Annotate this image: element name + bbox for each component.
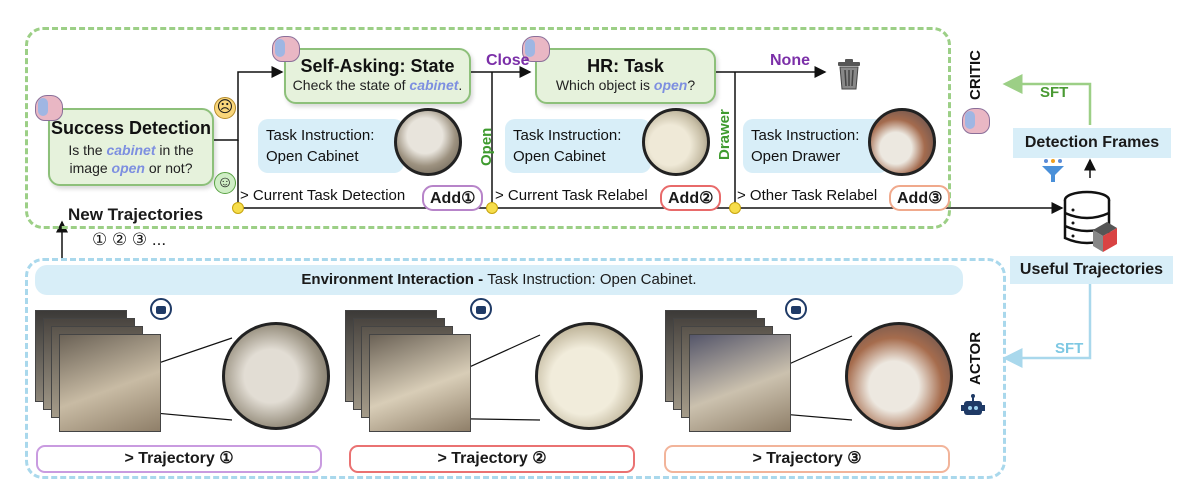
critic-label: CRITIC: [967, 50, 984, 100]
drawer-thumbnail: [868, 108, 936, 176]
environment-interaction-title: Environment Interaction -: [301, 271, 488, 288]
zoom-circle: [845, 322, 953, 430]
sft-top-label: SFT: [1040, 84, 1069, 101]
zoom-circle: [222, 322, 330, 430]
trajectory-label-2: > Trajectory ②: [349, 445, 635, 473]
open-label: Open: [478, 127, 495, 166]
close-label: Close: [486, 52, 530, 69]
success-detection-question: Is the cabinet in the image open or not?: [68, 142, 194, 176]
critic-section-border: [25, 27, 951, 229]
brain-icon: [35, 95, 63, 121]
trash-icon: [838, 59, 860, 90]
sad-face-icon: ☹: [214, 97, 236, 119]
junction-dot: [486, 202, 498, 214]
none-label: None: [770, 52, 810, 69]
add-button-2[interactable]: Add②: [660, 185, 722, 211]
zoom-circle: [535, 322, 643, 430]
success-detection-box: Success Detection Is the cabinet in the …: [48, 108, 214, 186]
hr-task-box: HR: Task Which object is open?: [535, 48, 716, 104]
add-button-3[interactable]: Add③: [889, 185, 951, 211]
junction-dot: [232, 202, 244, 214]
detection-frames-box: Detection Frames: [1013, 128, 1171, 158]
new-trajectories-markers: ① ② ③ ...: [92, 230, 167, 249]
cabinet-thumbnail: [394, 108, 462, 176]
brain-icon: [272, 36, 300, 62]
trajectory-frame: [369, 334, 471, 432]
brain-icon: [522, 36, 550, 62]
environment-interaction-bar: Environment Interaction - Task Instructi…: [35, 265, 963, 295]
actor-label: ACTOR: [967, 331, 984, 385]
task-instruction-2: Task Instruction: Open Cabinet: [505, 119, 651, 173]
cabinet-open-thumbnail: [642, 108, 710, 176]
trajectory-frame: [689, 334, 791, 432]
robot-icon: [785, 298, 807, 320]
happy-face-icon: ☺: [214, 172, 236, 194]
robot-icon: [961, 394, 985, 415]
filter-funnel-icon: [1042, 159, 1064, 182]
environment-task-instruction: Task Instruction: Open Cabinet.: [487, 271, 697, 288]
self-asking-title: Self-Asking: State: [300, 56, 455, 76]
self-asking-box: Self-Asking: State Check the state of ca…: [284, 48, 471, 104]
trajectory-frame: [59, 334, 161, 432]
drawer-label: Drawer: [716, 109, 733, 160]
junction-dot: [729, 202, 741, 214]
robot-icon: [470, 298, 492, 320]
add-button-1[interactable]: Add①: [422, 185, 484, 211]
task-instruction-3: Task Instruction: Open Drawer: [743, 119, 889, 173]
row-current-task-detection: > Current Task Detection: [240, 187, 406, 204]
trajectory-label-3: > Trajectory ③: [664, 445, 950, 473]
trajectory-label-1: > Trajectory ①: [36, 445, 322, 473]
database-icon: [1063, 190, 1117, 252]
row-current-task-relabel: > Current Task Relabel: [495, 187, 648, 204]
new-trajectories-title: New Trajectories: [68, 205, 204, 224]
hr-task-title: HR: Task: [587, 56, 664, 76]
brain-icon: [962, 108, 990, 134]
self-asking-question: Check the state of cabinet.: [292, 77, 463, 93]
robot-icon: [150, 298, 172, 320]
row-other-task-relabel: > Other Task Relabel: [737, 187, 878, 204]
success-detection-title: Success Detection: [50, 118, 212, 138]
actor-section-border: [25, 258, 1006, 479]
useful-trajectories-box: Useful Trajectories: [1010, 256, 1173, 284]
hr-task-question: Which object is open?: [555, 77, 696, 93]
sft-bottom-label: SFT: [1055, 340, 1084, 357]
task-instruction-1: Task Instruction: Open Cabinet: [258, 119, 404, 173]
